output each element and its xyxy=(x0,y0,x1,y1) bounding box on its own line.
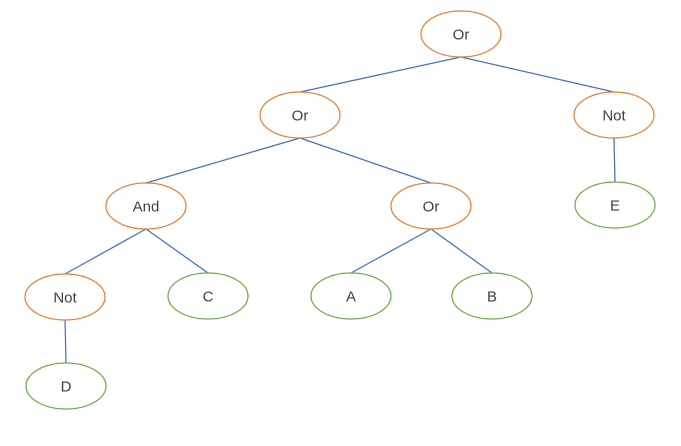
tree-node-label: D xyxy=(61,378,72,395)
tree-edge-root-or-not-2 xyxy=(460,56,615,93)
tree-node-label: B xyxy=(487,288,497,305)
tree-node-c-leaf: C xyxy=(167,272,249,320)
tree-node-not-2: Not xyxy=(573,91,655,139)
tree-node-a-leaf: A xyxy=(310,272,392,320)
tree-edge-and-3-c-leaf xyxy=(145,228,209,274)
tree-edge-or-2-or-3 xyxy=(299,137,432,184)
tree-node-root-or: Or xyxy=(420,10,502,58)
operator-node-ellipse xyxy=(105,182,187,230)
tree-node-d-leaf: D xyxy=(25,362,107,410)
tree-node-b-leaf: B xyxy=(451,272,533,320)
operand-node-ellipse xyxy=(25,362,107,410)
tree-node-label: Or xyxy=(423,198,440,215)
operator-node-ellipse xyxy=(259,91,341,139)
operand-node-ellipse xyxy=(167,272,249,320)
operand-node-ellipse xyxy=(451,272,533,320)
tree-node-label: Or xyxy=(453,26,470,43)
operand-node-ellipse xyxy=(574,181,656,229)
tree-edge-root-or-or-2 xyxy=(299,56,462,93)
tree-node-not-4: Not xyxy=(24,273,106,321)
tree-node-label: Or xyxy=(292,107,309,124)
tree-edge-or-3-a-leaf xyxy=(350,228,432,274)
operator-node-ellipse xyxy=(420,10,502,58)
tree-edge-not-2-e-leaf xyxy=(613,137,616,183)
tree-edge-and-3-not-4 xyxy=(64,228,147,275)
tree-node-or-3: Or xyxy=(390,182,472,230)
tree-node-e-leaf: E xyxy=(574,181,656,229)
tree-node-label: A xyxy=(346,288,356,305)
operator-node-ellipse xyxy=(24,273,106,321)
tree-node-label: E xyxy=(610,197,620,214)
tree-node-label: Not xyxy=(53,289,77,306)
operator-node-ellipse xyxy=(573,91,655,139)
operand-node-ellipse xyxy=(310,272,392,320)
tree-edge-not-4-d-leaf xyxy=(64,319,67,364)
tree-node-label: C xyxy=(203,288,214,305)
tree-node-label: And xyxy=(133,198,160,215)
tree-edge-or-2-and-3 xyxy=(145,137,301,184)
operator-node-ellipse xyxy=(390,182,472,230)
tree-node-or-2: Or xyxy=(259,91,341,139)
tree-edge-or-3-b-leaf xyxy=(430,228,493,274)
tree-node-label: Not xyxy=(602,107,626,124)
tree-node-and-3: And xyxy=(105,182,187,230)
